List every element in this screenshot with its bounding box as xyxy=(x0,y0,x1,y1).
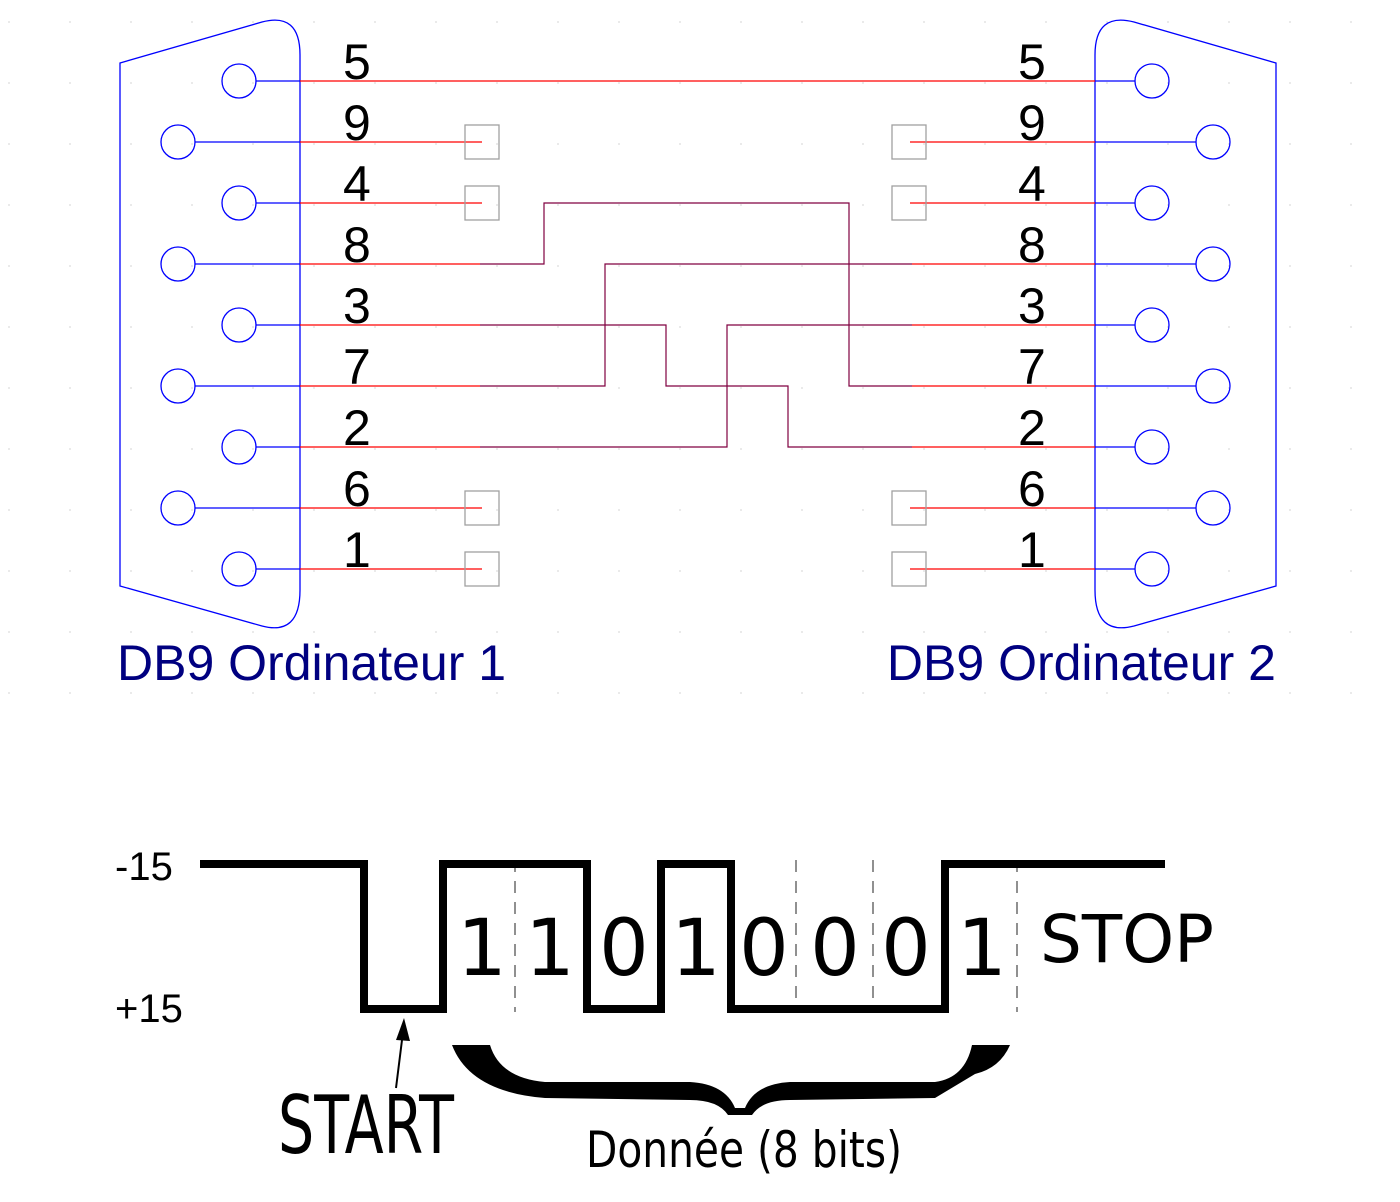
bit-value: 0 xyxy=(881,904,931,994)
left-pin-leads xyxy=(195,80,300,570)
bit-value: 1 xyxy=(671,904,721,994)
right-pin-label: 2 xyxy=(1018,400,1046,456)
left-pin-label: 5 xyxy=(343,34,371,90)
crossover-wires xyxy=(480,202,912,448)
left-pin-label: 6 xyxy=(343,461,371,517)
right-db9-connector xyxy=(1094,19,1277,629)
bit-value: 1 xyxy=(525,904,575,994)
left-pin-label: 4 xyxy=(343,156,371,212)
right-pin-label: 9 xyxy=(1018,95,1046,151)
wire-8-7 xyxy=(480,202,912,387)
left-terminal-9 xyxy=(464,124,500,160)
right-pin-label: 3 xyxy=(1018,278,1046,334)
bit-value: 0 xyxy=(599,904,649,994)
data-bits-label: Donnée (8 bits) xyxy=(586,1121,902,1179)
left-terminal-4 xyxy=(464,185,500,221)
bit-separators xyxy=(514,860,1018,1012)
right-pin-label: 7 xyxy=(1018,339,1046,395)
left-pin-label: 2 xyxy=(343,400,371,456)
right-connector-shell xyxy=(1094,19,1277,629)
left-connector-label: DB9 Ordinateur 1 xyxy=(117,635,506,691)
right-terminal-6 xyxy=(891,490,927,526)
left-pin-numbers: 5 9 4 8 3 7 2 6 1 xyxy=(343,34,371,578)
bit-value: 0 xyxy=(739,904,789,994)
signal-waveform xyxy=(200,860,1165,1013)
right-pin-label: 6 xyxy=(1018,461,1046,517)
right-terminal-4 xyxy=(891,185,927,221)
terminal-squares xyxy=(464,124,927,587)
start-arrow xyxy=(395,1018,410,1089)
left-pin-label: 1 xyxy=(343,522,371,578)
wire-2-3 xyxy=(480,324,912,448)
left-connector-shell xyxy=(119,19,301,629)
data-bits: 1 1 0 1 0 0 0 1 xyxy=(457,904,1007,994)
stop-bit-label: STOP xyxy=(1040,901,1214,978)
start-bit-label: START xyxy=(278,1079,455,1172)
left-pin-label: 7 xyxy=(343,339,371,395)
right-pin-label: 1 xyxy=(1018,522,1046,578)
left-pin-label: 8 xyxy=(343,217,371,273)
left-pin-label: 9 xyxy=(343,95,371,151)
right-pin-label: 5 xyxy=(1018,34,1046,90)
left-pin-label: 3 xyxy=(343,278,371,334)
right-pin-label: 8 xyxy=(1018,217,1046,273)
right-terminal-1 xyxy=(891,551,927,587)
level-low-label: +15 xyxy=(115,987,183,1031)
bit-value: 1 xyxy=(457,904,507,994)
right-connector-label: DB9 Ordinateur 2 xyxy=(887,635,1276,691)
right-pin-leads xyxy=(1095,80,1196,570)
level-high-label: -15 xyxy=(115,845,173,889)
signal-wires xyxy=(300,80,1095,570)
data-brace xyxy=(452,1045,1010,1115)
right-pin-numbers: 5 9 4 8 3 7 2 6 1 xyxy=(1018,34,1046,578)
right-pin-label: 4 xyxy=(1018,156,1046,212)
left-terminal-1 xyxy=(464,551,500,587)
right-terminal-9 xyxy=(891,124,927,160)
bit-value: 0 xyxy=(810,904,860,994)
left-db9-connector xyxy=(119,19,301,629)
left-terminal-6 xyxy=(464,490,500,526)
bit-value: 1 xyxy=(957,904,1007,994)
grid-background xyxy=(0,0,1400,720)
